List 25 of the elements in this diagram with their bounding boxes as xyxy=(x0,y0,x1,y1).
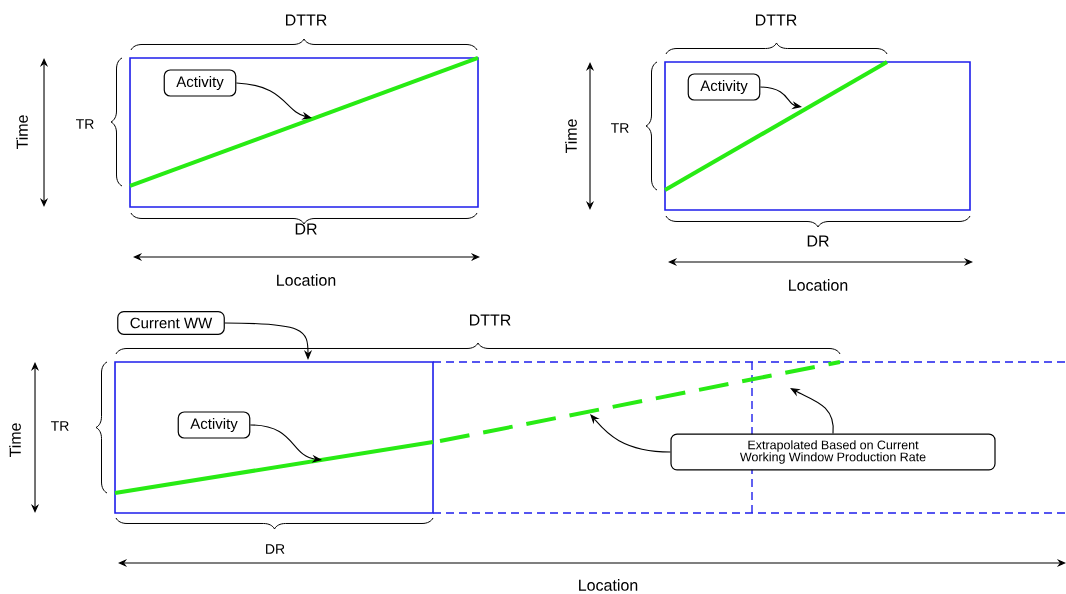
dimension-label: DTTR xyxy=(286,14,327,26)
leader-arrow xyxy=(590,414,671,453)
callout-box: Activity xyxy=(163,69,237,97)
callout-box: Current WW xyxy=(117,311,225,335)
leader-arrow xyxy=(249,424,322,463)
dimension-label: DR xyxy=(295,223,317,235)
dimension-label: DR xyxy=(266,544,285,554)
dimension-label: TR xyxy=(76,119,94,129)
axis-label: Time xyxy=(565,119,577,154)
axis-label: Time xyxy=(16,115,28,150)
dimension-label: DTTR xyxy=(756,14,797,26)
leader-arrow xyxy=(790,388,834,435)
callout-box: Activity xyxy=(687,73,761,101)
callout-box: Activity xyxy=(177,411,251,439)
callout-box: Extrapolated Based on Current Working Window Production Rate xyxy=(670,433,996,471)
leader-arrow xyxy=(224,322,313,360)
dimension-label: DTTR xyxy=(470,314,511,326)
dimension-label: DR xyxy=(807,235,829,247)
axis-label: Location xyxy=(789,279,848,291)
dimension-label: TR xyxy=(611,123,629,133)
axis-label: Time xyxy=(9,423,21,458)
dimension-label: TR xyxy=(51,421,69,431)
axis-label: Location xyxy=(277,274,336,286)
leader-arrow xyxy=(235,82,312,120)
axis-label: Location xyxy=(579,579,638,591)
